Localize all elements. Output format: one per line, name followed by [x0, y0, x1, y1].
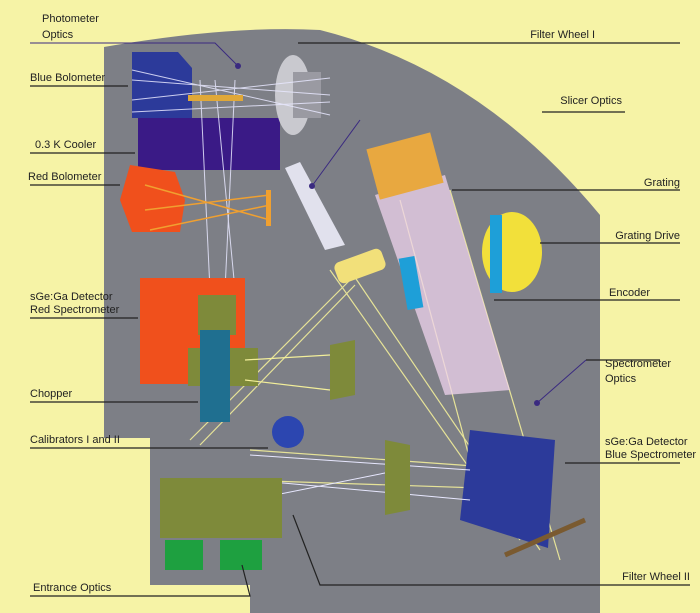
label-grating-drive: Grating Drive — [615, 230, 680, 242]
filter-wheel-2 — [503, 517, 587, 558]
label-spectrometer-optics-2: Optics — [605, 373, 637, 385]
label-blue-detector-2: Blue Spectrometer — [605, 449, 696, 461]
chopper — [200, 330, 230, 422]
label-slicer-optics: Slicer Optics — [560, 95, 622, 107]
label-calibrators: Calibrators I and II — [30, 434, 120, 446]
label-encoder: Encoder — [609, 287, 650, 299]
blue-detector — [460, 430, 555, 548]
label-chopper: Chopper — [30, 388, 73, 400]
label-spectrometer-optics: Spectrometer — [605, 358, 671, 370]
label-blue-bolometer: Blue Bolometer — [30, 72, 106, 84]
label-entrance-optics: Entrance Optics — [33, 582, 112, 594]
label-photometer-optics-2: Optics — [42, 29, 74, 41]
entrance-optics — [160, 478, 282, 538]
photometer-section — [120, 52, 331, 291]
label-red-detector-2: Red Spectrometer — [30, 304, 120, 316]
grating — [366, 132, 444, 200]
label-red-detector: sGe:Ga Detector — [30, 291, 113, 303]
label-blue-detector: sGe:Ga Detector — [605, 436, 688, 448]
label-photometer-optics: Photometer — [42, 13, 99, 25]
label-cooler: 0.3 K Cooler — [35, 139, 96, 151]
cooler-block — [138, 118, 280, 170]
calibrator — [272, 416, 304, 448]
encoder — [398, 256, 424, 310]
label-red-bolometer: Red Bolometer — [28, 171, 102, 183]
grating-beam — [375, 175, 510, 395]
label-grating: Grating — [644, 177, 680, 189]
label-filter-wheel-2: Filter Wheel II — [622, 571, 690, 583]
red-bolometer — [120, 165, 185, 232]
lower-section — [140, 278, 471, 570]
label-filter-wheel-1: Filter Wheel I — [530, 29, 595, 41]
blue-bolometer — [132, 52, 192, 118]
